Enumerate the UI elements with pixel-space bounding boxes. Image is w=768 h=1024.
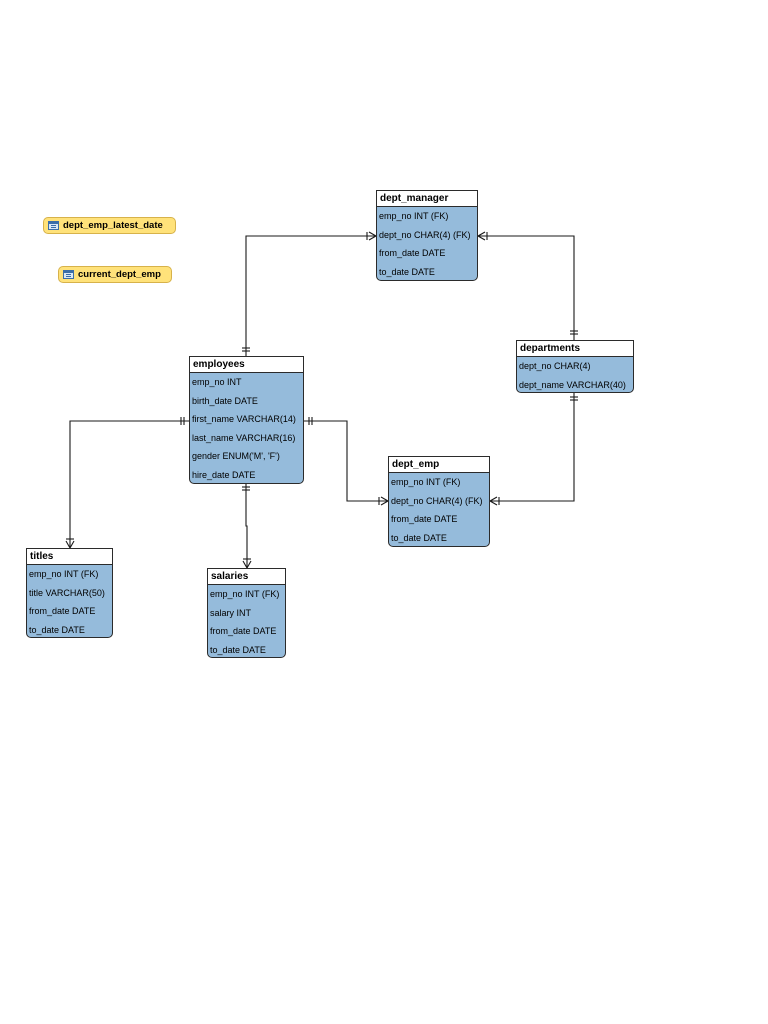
field: dept_name VARCHAR(40) <box>519 379 626 390</box>
view-label: dept_emp_latest_date <box>63 220 163 231</box>
field: from_date DATE <box>379 248 446 258</box>
entity-departments[interactable]: departments dept_no CHAR(4) dept_name VA… <box>516 340 634 393</box>
rel-departments-dept-manager <box>478 235 575 340</box>
entity-title: employees <box>190 357 303 373</box>
entity-title: titles <box>27 549 112 565</box>
field: salary INT <box>210 607 252 618</box>
entity-title: salaries <box>208 569 285 585</box>
field: dept_no CHAR(4) (FK) <box>391 495 483 506</box>
many-marker <box>477 235 486 241</box>
field: emp_no INT (FK) <box>29 569 99 579</box>
view-label: current_dept_emp <box>78 269 161 280</box>
field: dept_no CHAR(4) <box>519 361 591 371</box>
field: from_date DATE <box>391 514 458 524</box>
field: emp_no INT (FK) <box>379 211 449 221</box>
rel-employees-salaries <box>245 483 248 568</box>
field: to_date DATE <box>29 624 85 635</box>
rel-departments-dept-emp <box>490 393 575 502</box>
entity-employees[interactable]: employees emp_no INT birth_date DATE fir… <box>189 356 304 484</box>
entity-salaries[interactable]: salaries emp_no INT (FK) salary INT from… <box>207 568 286 658</box>
many-marker <box>368 231 377 237</box>
field: first_name VARCHAR(14) <box>192 414 296 424</box>
entity-title: dept_emp <box>389 457 489 473</box>
view-current-dept-emp[interactable]: current_dept_emp <box>58 266 172 283</box>
entity-dept-manager[interactable]: dept_manager emp_no INT (FK) dept_no CHA… <box>376 190 478 281</box>
many-marker <box>477 231 486 237</box>
many-marker <box>65 540 71 549</box>
field: title VARCHAR(50) <box>29 587 105 598</box>
many-marker <box>489 500 498 506</box>
field: last_name VARCHAR(16) <box>192 432 296 443</box>
many-marker <box>246 560 252 569</box>
many-marker <box>380 496 389 502</box>
many-marker <box>69 540 75 549</box>
view-icon <box>63 270 74 279</box>
entity-dept-emp[interactable]: dept_emp emp_no INT (FK) dept_no CHAR(4)… <box>388 456 490 547</box>
field: hire_date DATE <box>192 469 256 480</box>
rel-employees-dept-manager <box>245 235 376 356</box>
field: from_date DATE <box>210 626 277 636</box>
field: emp_no INT (FK) <box>391 477 461 487</box>
field: emp_no INT <box>192 377 242 387</box>
field: dept_no CHAR(4) (FK) <box>379 229 471 240</box>
many-marker <box>489 496 498 502</box>
many-marker <box>242 560 248 569</box>
entity-title: dept_manager <box>377 191 477 207</box>
field: birth_date DATE <box>192 395 258 406</box>
rel-employees-dept-emp <box>304 420 388 502</box>
field: from_date DATE <box>29 606 96 616</box>
entity-titles[interactable]: titles emp_no INT (FK) title VARCHAR(50)… <box>26 548 113 638</box>
field: emp_no INT (FK) <box>210 589 280 599</box>
many-marker <box>380 500 389 506</box>
field: to_date DATE <box>379 266 435 277</box>
field: to_date DATE <box>391 532 447 543</box>
many-marker <box>368 235 377 241</box>
field: gender ENUM('M', 'F') <box>192 451 280 461</box>
field: to_date DATE <box>210 644 266 655</box>
view-dept-emp-latest-date[interactable]: dept_emp_latest_date <box>43 217 176 234</box>
view-icon <box>48 221 59 230</box>
entity-title: departments <box>517 341 633 357</box>
rel-employees-titles <box>69 420 189 548</box>
